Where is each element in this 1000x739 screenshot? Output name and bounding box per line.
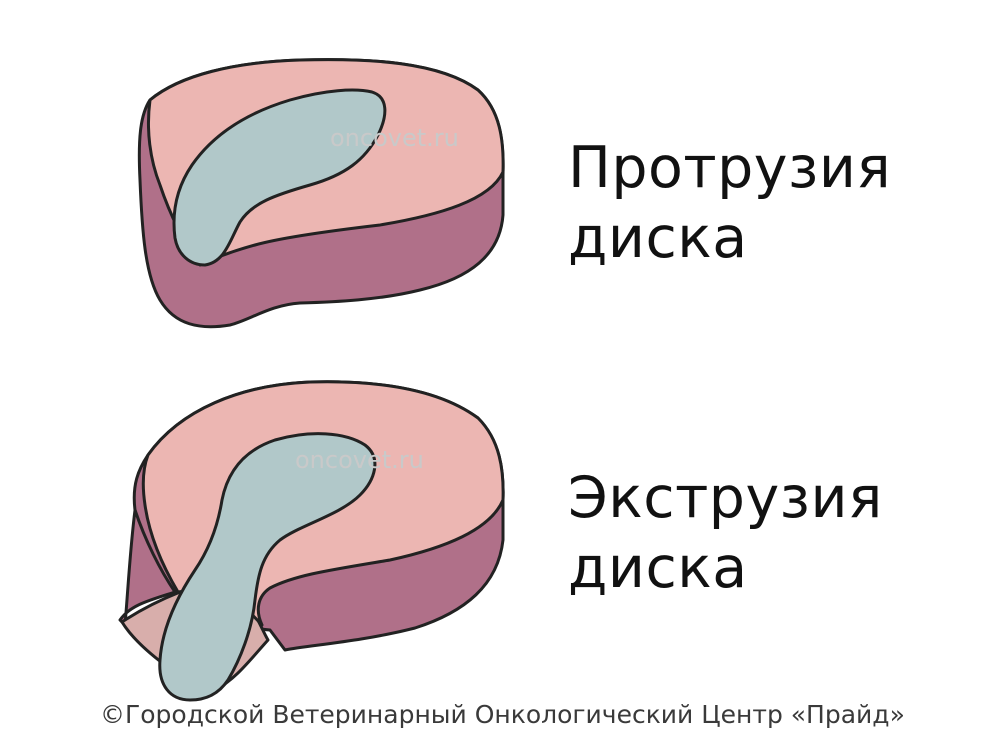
protrusion-label-line2: диска <box>568 205 748 271</box>
extrusion-watermark: oncovet.ru <box>295 446 424 474</box>
extrusion-torn-flap-left <box>118 508 177 627</box>
protrusion-nucleus <box>172 88 387 267</box>
protrusion-label-line1: Протрузия <box>568 135 892 201</box>
protrusion-disc-illustration: oncovet.ru <box>137 58 505 329</box>
protrusion-watermark: oncovet.ru <box>330 124 459 152</box>
extrusion-label: Экструзия диска <box>568 463 883 603</box>
copyright-notice: ©Городской Ветеринарный Онкологический Ц… <box>100 700 905 729</box>
protrusion-label: Протрузия диска <box>568 133 891 273</box>
extrusion-nucleus <box>158 432 377 702</box>
extrusion-disc-illustration: oncovet.ru <box>118 380 505 702</box>
extrusion-label-line1: Экструзия <box>568 465 883 531</box>
extrusion-label-line2: диска <box>568 535 748 601</box>
